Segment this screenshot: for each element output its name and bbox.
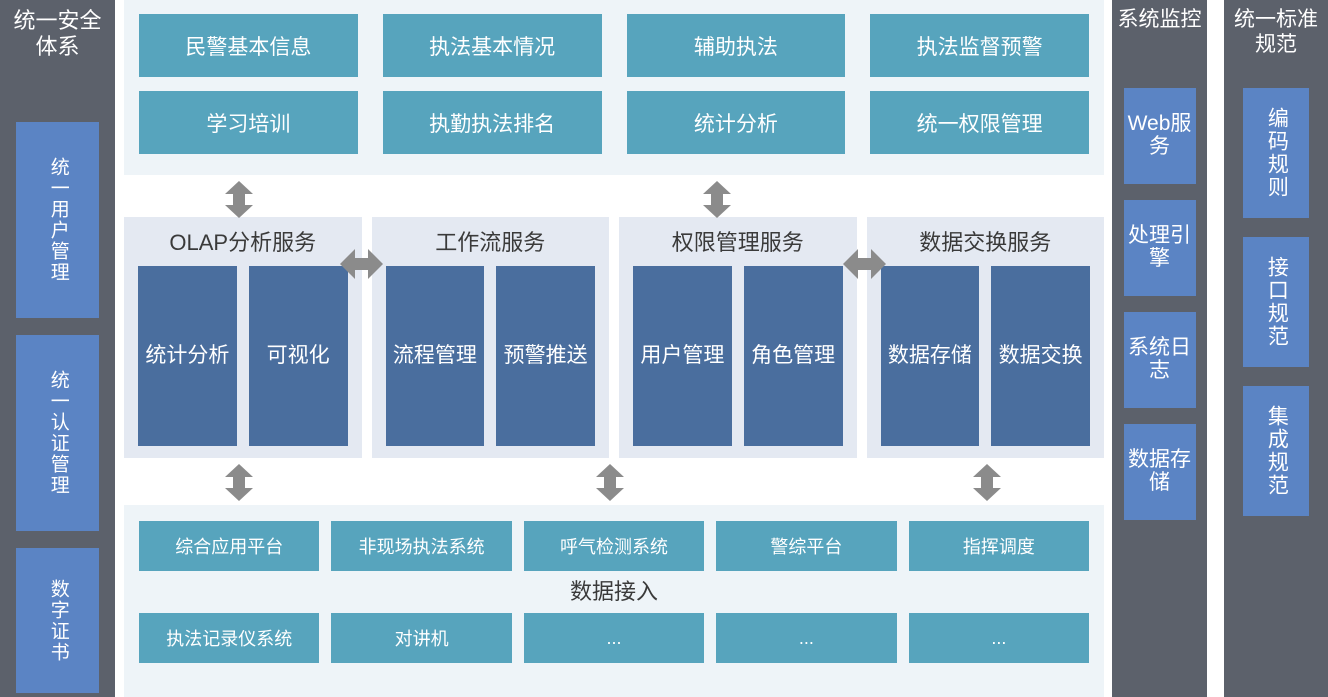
data-row-2: 执法记录仪系统 对讲机 ... ... ... [139,613,1090,663]
sidebar-item-digital-certificate[interactable]: 数字证书 [16,548,99,693]
app-box-enforcement-supervision-alert[interactable]: 执法监督预警 [870,14,1089,77]
monitor-sidebar: 系统监控 Web服务 处理引擎 系统日志 数据存储 [1112,0,1207,697]
sidebar-item-integration-specification[interactable]: 集成规范 [1243,386,1309,516]
data-box-integrated-application-platform[interactable]: 综合应用平台 [139,521,320,571]
service-panel-workflow: 工作流服务 流程管理 预警推送 [371,217,609,458]
sidebar-item-interface-specification[interactable]: 接口规范 [1243,237,1309,367]
service-panel-title: 数据交换服务 [919,230,1052,255]
data-box-breath-detection-system[interactable]: 呼气检测系统 [523,521,705,571]
service-box-process-management[interactable]: 流程管理 [385,266,485,446]
sidebar-item-unified-user-management[interactable]: 统一用户管理 [16,122,99,318]
sidebar-item-system-log[interactable]: 系统日志 [1123,312,1196,408]
double-arrow-vertical-icon [973,464,1001,501]
sidebar-item-label: 统一用户管理 [47,157,69,283]
sidebar-item-label: 集成规范 [1265,405,1289,497]
double-arrow-horizontal-icon [843,249,886,279]
sidebar-item-label: 编码规则 [1265,107,1289,199]
service-panel-data-exchange: 数据交换服务 数据存储 数据交换 [866,217,1104,458]
left-sidebar: 统一安全体系 统一用户管理 统一认证管理 数字证书 [0,0,115,697]
service-box-statistical-analysis[interactable]: 统计分析 [138,266,237,446]
data-access-label: 数据接入 [569,579,658,604]
standard-sidebar: 统一标准规范 编码规则 接口规范 集成规范 [1224,0,1328,697]
app-box-police-basic-info[interactable]: 民警基本信息 [139,14,358,77]
data-box-more-1[interactable]: ... [523,613,705,663]
double-arrow-horizontal-icon [340,249,383,279]
sidebar-item-label: 接口规范 [1265,256,1289,348]
service-panel-title: 工作流服务 [435,230,546,255]
service-box-data-storage[interactable]: 数据存储 [880,266,980,446]
left-sidebar-title: 统一安全体系 [13,8,102,59]
monitor-sidebar-title: 系统监控 [1117,8,1202,31]
app-box-statistical-analysis[interactable]: 统计分析 [626,91,846,154]
data-box-police-integrated-platform[interactable]: 警综平台 [716,521,897,571]
service-panel-title: 权限管理服务 [671,230,804,255]
data-box-command-dispatch[interactable]: 指挥调度 [908,521,1090,571]
double-arrow-vertical-icon [225,464,253,501]
sidebar-item-unified-authentication-management[interactable]: 统一认证管理 [16,335,99,531]
standard-sidebar-title: 统一标准规范 [1234,8,1318,56]
data-box-offsite-enforcement-system[interactable]: 非现场执法系统 [331,521,512,571]
double-arrow-vertical-icon [596,464,624,501]
double-arrow-vertical-icon [703,181,731,218]
sidebar-item-label: 统一认证管理 [47,370,69,496]
app-box-enforcement-basics[interactable]: 执法基本情况 [382,14,602,77]
sidebar-item-web-service[interactable]: Web服务 [1123,88,1196,184]
data-box-walkie-talkie[interactable]: 对讲机 [331,613,512,663]
service-box-visualization[interactable]: 可视化 [248,266,348,446]
app-box-unified-permission-management[interactable]: 统一权限管理 [870,91,1089,154]
sidebar-item-label: 数字证书 [47,578,69,663]
application-row-1: 民警基本信息 执法基本情况 辅助执法 执法监督预警 [139,14,1089,77]
data-box-more-3[interactable]: ... [908,613,1090,663]
service-panel-permission: 权限管理服务 用户管理 角色管理 [619,217,857,458]
app-box-duty-enforcement-ranking[interactable]: 执勤执法排名 [382,91,602,154]
application-row-2: 学习培训 执勤执法排名 统计分析 统一权限管理 [139,91,1089,154]
service-layer: OLAP分析服务 统计分析 可视化 工作流服务 流程管理 预警推送 权限管理服务… [124,217,1104,458]
sidebar-item-data-storage[interactable]: 数据存储 [1123,424,1196,520]
app-box-assisted-enforcement[interactable]: 辅助执法 [626,14,846,77]
sidebar-item-coding-rules[interactable]: 编码规则 [1243,88,1309,218]
data-layer: 综合应用平台 非现场执法系统 呼气检测系统 警综平台 指挥调度 数据接入 执法记… [124,505,1104,697]
application-layer: 民警基本信息 执法基本情况 辅助执法 执法监督预警 学习培训 执勤执法排名 统计… [124,0,1104,175]
center-stack: 民警基本信息 执法基本情况 辅助执法 执法监督预警 学习培训 执勤执法排名 统计… [115,0,1112,697]
service-box-data-exchange[interactable]: 数据交换 [991,266,1090,446]
service-box-alert-push[interactable]: 预警推送 [496,266,595,446]
data-box-law-enforcement-recorder-system[interactable]: 执法记录仪系统 [139,613,320,663]
service-box-role-management[interactable]: 角色管理 [743,266,843,446]
sidebar-item-processing-engine[interactable]: 处理引擎 [1123,200,1196,296]
service-box-user-management[interactable]: 用户管理 [633,266,732,446]
app-box-learning-training[interactable]: 学习培训 [139,91,358,154]
data-row-1: 综合应用平台 非现场执法系统 呼气检测系统 警综平台 指挥调度 [139,521,1090,571]
data-box-more-2[interactable]: ... [716,613,897,663]
service-panel-olap: OLAP分析服务 统计分析 可视化 [124,217,362,458]
service-panel-title: OLAP分析服务 [169,230,317,255]
double-arrow-vertical-icon [225,181,253,218]
